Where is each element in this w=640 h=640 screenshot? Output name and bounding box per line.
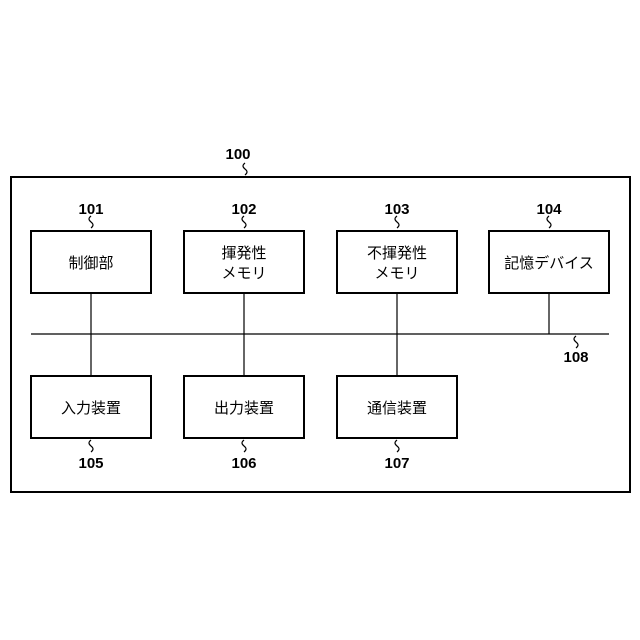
ref-101: 101 <box>78 201 103 218</box>
control-unit-block: 101 制御部 <box>31 201 151 293</box>
ref-105: 105 <box>78 455 103 472</box>
leader-105 <box>89 440 93 452</box>
ref-102: 102 <box>231 201 256 218</box>
ref-107: 107 <box>384 455 409 472</box>
system-leader <box>243 163 247 175</box>
label-105: 入力装置 <box>61 399 121 417</box>
label-103-line2: メモリ <box>374 264 419 282</box>
label-103-line1: 不揮発性 <box>367 244 427 262</box>
leader-107 <box>395 440 399 452</box>
storage-device-block: 104 記憶デバイス <box>489 201 609 293</box>
output-device-block: 出力装置 106 <box>184 376 304 472</box>
ref-106: 106 <box>231 455 256 472</box>
label-106: 出力装置 <box>214 399 274 417</box>
communication-device-block: 通信装置 107 <box>337 376 457 472</box>
label-101: 制御部 <box>68 254 113 272</box>
input-device-block: 入力装置 105 <box>31 376 151 472</box>
bus-ref: 108 <box>563 349 588 366</box>
label-102-line1: 揮発性 <box>221 244 266 262</box>
box-103 <box>337 231 457 293</box>
ref-104: 104 <box>536 201 562 218</box>
system-ref: 100 <box>225 146 250 163</box>
box-102 <box>184 231 304 293</box>
ref-103: 103 <box>384 201 409 218</box>
leader-106 <box>242 440 246 452</box>
bus-leader <box>574 336 578 348</box>
label-102-line2: メモリ <box>221 264 266 282</box>
nonvolatile-memory-block: 103 不揮発性 メモリ <box>337 201 457 293</box>
label-104: 記憶デバイス <box>504 254 594 272</box>
label-107: 通信装置 <box>367 399 427 417</box>
volatile-memory-block: 102 揮発性 メモリ <box>184 201 304 293</box>
